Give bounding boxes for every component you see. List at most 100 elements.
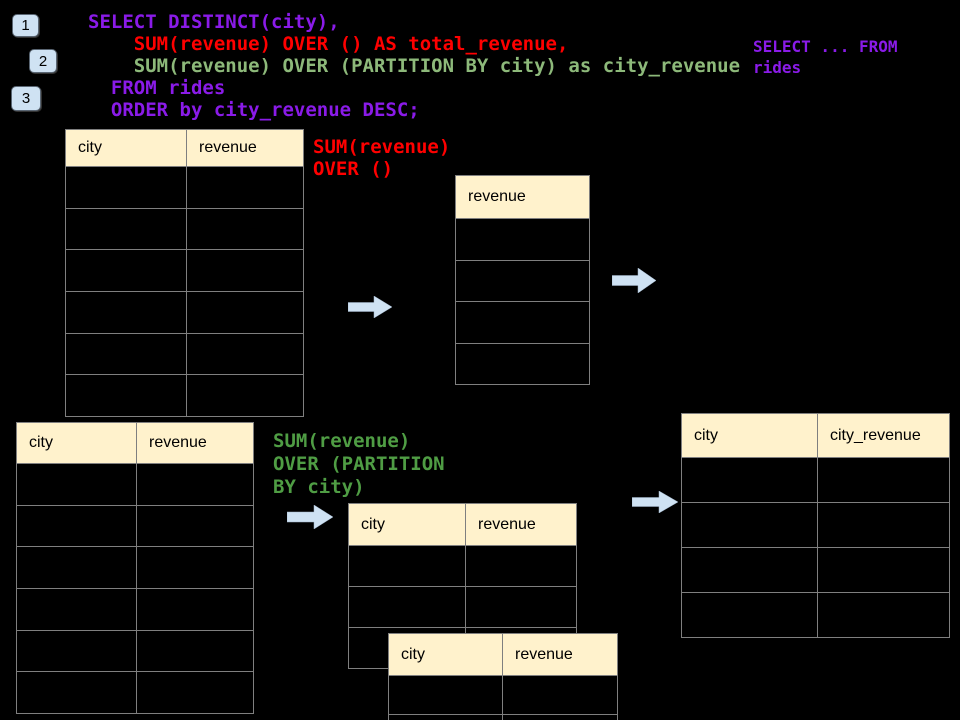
table-row xyxy=(389,715,618,720)
step-badge-3: 3 xyxy=(11,86,41,111)
empty-cell xyxy=(389,676,503,715)
empty-cell xyxy=(137,630,254,673)
empty-cell xyxy=(17,630,137,673)
empty-cell xyxy=(137,547,254,590)
step-badge-1: 1 xyxy=(12,14,39,37)
column-header: city xyxy=(349,504,466,546)
empty-cell xyxy=(137,589,254,631)
right-arrow-icon xyxy=(287,505,333,529)
column-header: revenue xyxy=(466,504,577,546)
column-header: city xyxy=(17,423,137,464)
empty-cell xyxy=(503,676,618,715)
column-header: revenue xyxy=(187,130,304,167)
table-row xyxy=(66,333,304,376)
empty-cell xyxy=(137,464,254,506)
table-row xyxy=(17,589,254,631)
empty-cell xyxy=(466,587,577,628)
empty-cell xyxy=(818,593,950,638)
table-row xyxy=(456,343,590,385)
text-line: OVER () xyxy=(313,158,394,180)
text-line: SUM(revenue) OVER () AS total_revenue, xyxy=(88,33,569,55)
empty-cell xyxy=(187,375,304,418)
empty-cell xyxy=(187,208,304,251)
column-header: city xyxy=(389,634,503,676)
empty-cell xyxy=(503,715,618,720)
right-arrow-icon xyxy=(632,491,678,513)
table-row xyxy=(17,630,254,673)
table-row xyxy=(682,548,950,593)
step-badge-2: 2 xyxy=(29,49,57,73)
empty-cell xyxy=(456,219,590,261)
text-line: OVER (PARTITION xyxy=(273,453,445,475)
empty-cell xyxy=(137,505,254,548)
text-line: SUM(revenue) xyxy=(273,430,411,452)
column-header: revenue xyxy=(456,176,590,219)
empty-cell xyxy=(66,167,187,209)
empty-cell xyxy=(349,587,466,628)
empty-cell xyxy=(66,292,187,334)
text-line: BY city) xyxy=(273,476,365,498)
table-row xyxy=(66,375,304,418)
column-header: city xyxy=(682,414,818,458)
empty-cell xyxy=(682,503,818,548)
empty-cell xyxy=(682,593,818,638)
empty-cell xyxy=(456,302,590,344)
empty-cell xyxy=(66,208,187,251)
table-row xyxy=(456,219,590,261)
text-line: SELECT DISTINCT(city), xyxy=(88,11,340,33)
empty-cell xyxy=(17,547,137,590)
sql-code-block: SELECT DISTINCT(city), SUM(revenue) OVER… xyxy=(88,11,740,121)
table-row xyxy=(349,546,577,587)
table-total-revenue: revenue xyxy=(455,175,590,385)
table-row xyxy=(349,587,577,628)
empty-cell xyxy=(466,546,577,587)
text-line: SELECT ... FROM xyxy=(753,37,898,56)
empty-cell xyxy=(17,464,137,506)
empty-cell xyxy=(66,250,187,293)
table-row xyxy=(66,292,304,334)
side-note-code: SELECT ... FROM rides xyxy=(753,36,898,78)
table-row xyxy=(17,505,254,548)
table-header-row: revenue xyxy=(456,176,590,219)
table-row xyxy=(389,676,618,715)
empty-cell xyxy=(456,343,590,385)
text-line: SUM(revenue) xyxy=(313,136,451,158)
text-line: rides xyxy=(753,58,802,77)
empty-cell xyxy=(818,458,950,503)
empty-cell xyxy=(66,375,187,418)
empty-cell xyxy=(456,260,590,302)
column-header: city xyxy=(66,130,187,167)
table-row xyxy=(682,458,950,503)
right-arrow-icon xyxy=(348,296,392,318)
table-row xyxy=(682,503,950,548)
empty-cell xyxy=(682,458,818,503)
column-header: revenue xyxy=(137,423,254,464)
table-row xyxy=(17,672,254,715)
empty-cell xyxy=(187,333,304,376)
empty-cell xyxy=(137,672,254,715)
empty-cell xyxy=(17,505,137,548)
empty-cell xyxy=(17,589,137,631)
table-row xyxy=(456,302,590,344)
text-line: FROM rides xyxy=(88,77,226,99)
text-line: ORDER by city_revenue DESC; xyxy=(88,99,420,121)
empty-cell xyxy=(349,546,466,587)
empty-cell xyxy=(187,250,304,293)
table-row xyxy=(456,260,590,302)
table-row xyxy=(17,547,254,590)
column-header: revenue xyxy=(503,634,618,676)
table-row xyxy=(66,250,304,293)
empty-cell xyxy=(17,672,137,715)
table-row xyxy=(66,167,304,209)
